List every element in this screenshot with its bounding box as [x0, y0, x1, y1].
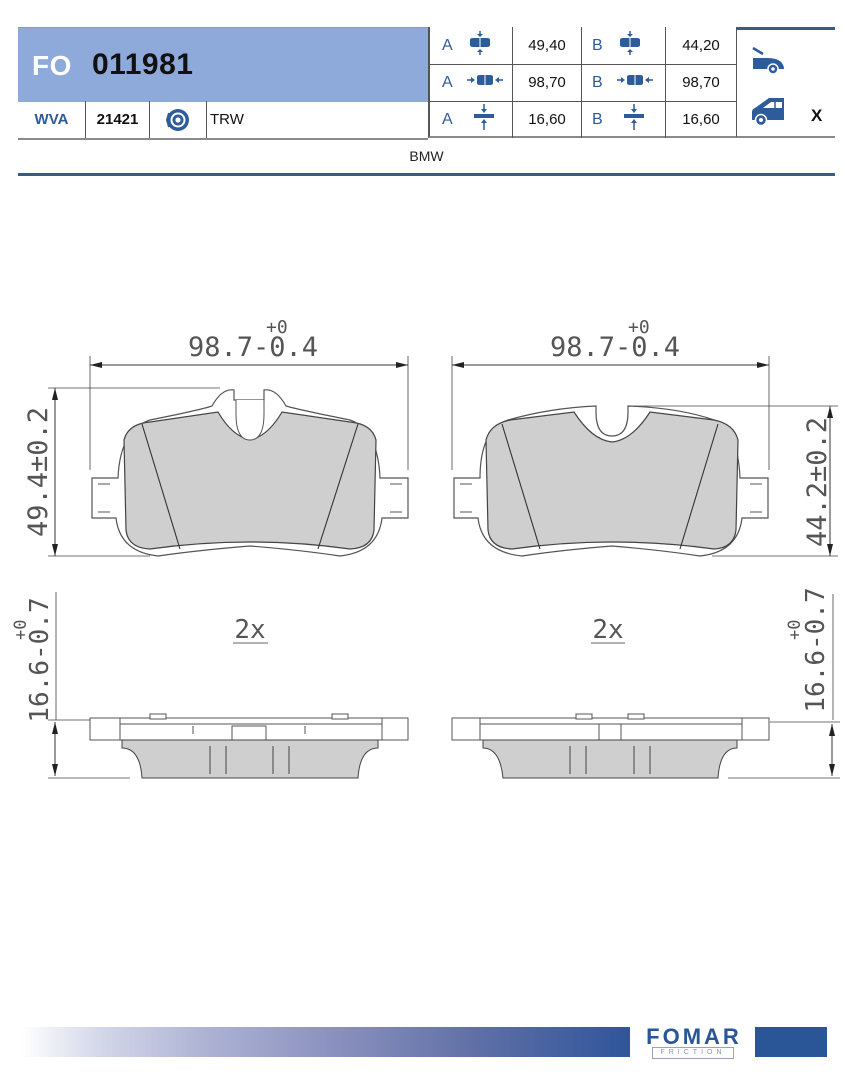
pad-width-icon: [616, 73, 653, 92]
car-front-axle-icon: [751, 46, 785, 79]
pad-thickness-icon: [473, 104, 495, 135]
footer-accent-block: [755, 1027, 827, 1057]
pad-a-width-label: 98.7-0.4: [188, 332, 318, 363]
pad-b-height-label: 44.2±0.2: [802, 417, 833, 547]
pad-a-height-label: 49.4±0.2: [23, 407, 54, 537]
pad-a-side-view: [48, 592, 409, 779]
pad-b-thickness-label: 16.6-0.7: [801, 587, 831, 712]
pad-b-side-view: [451, 594, 840, 779]
pad-a-front-view: [48, 356, 409, 557]
pad-a-thickness-label: 16.6-0.7: [25, 597, 55, 722]
car-rear-axle-icon: [751, 96, 785, 131]
pad-a-thickness-tol-upper: +0: [11, 620, 31, 640]
dimension-table: A 49,40 B 44,20 A 98,70: [428, 27, 736, 138]
brake-disc-icon: [150, 101, 207, 138]
dimension-row-thickness: A 16,60 B 16,60: [430, 101, 736, 138]
pad-b-thickness-value: 16,60: [682, 111, 720, 128]
footer-gradient-bar: [22, 1027, 630, 1057]
product-prefix: FO: [32, 50, 72, 81]
pad-thickness-icon: [623, 104, 645, 135]
fomar-logo: FOMAR FRICTION: [640, 1024, 748, 1060]
pad-b-label: B: [582, 64, 666, 101]
pad-width-icon: [466, 73, 503, 92]
pad-a-label: A: [430, 27, 513, 64]
product-header: FO 011981 WVA 21421 TRW A 49,40: [18, 27, 835, 176]
wva-label: WVA: [18, 101, 86, 138]
pad-b-width-label: 98.7-0.4: [550, 332, 680, 363]
pad-b-width-value: 98,70: [682, 74, 720, 91]
pad-a-thickness-value: 16,60: [513, 101, 582, 138]
pad-height-icon: [617, 31, 643, 60]
pad-b-width-tol-upper: +0: [628, 317, 650, 338]
pad-b-label: B: [582, 101, 666, 138]
wva-number: 21421: [86, 101, 150, 138]
technical-drawing: 98.7-0.4 +0 49.4±0.2 98.7-0.4 +0 44.2±0.…: [0, 290, 845, 830]
pad-b-thickness-tol-upper: +0: [785, 620, 805, 640]
pad-b-label: B: [582, 27, 666, 64]
vehicle-brand: BMW: [18, 138, 835, 176]
dimension-row-height: A 49,40 B 44,20: [430, 27, 736, 65]
reference-row: WVA 21421 TRW: [18, 101, 428, 140]
pad-a-width-value: 98,70: [513, 64, 582, 101]
part-number: 011981: [92, 48, 194, 81]
pad-a-label: A: [430, 64, 513, 101]
pad-a-width-tol-upper: +0: [266, 317, 288, 338]
pad-height-icon: [467, 31, 493, 60]
pad-b-height-value: 44,20: [682, 37, 720, 54]
pad-b-quantity: 2x: [592, 615, 623, 645]
axle-box: X: [736, 27, 835, 138]
manufacturer: TRW: [210, 111, 244, 128]
pad-a-label: A: [430, 101, 513, 138]
rear-axle-mark: X: [811, 106, 823, 125]
pad-a-height-value: 49,40: [513, 27, 582, 64]
pad-a-quantity: 2x: [234, 615, 265, 645]
title-box: FO 011981: [18, 27, 428, 102]
logo-subtext: FRICTION: [652, 1047, 734, 1059]
dimension-row-width: A 98,70 B 98,70: [430, 64, 736, 102]
pad-b-front-view: [451, 356, 838, 557]
logo-text: FOMAR: [646, 1024, 742, 1049]
